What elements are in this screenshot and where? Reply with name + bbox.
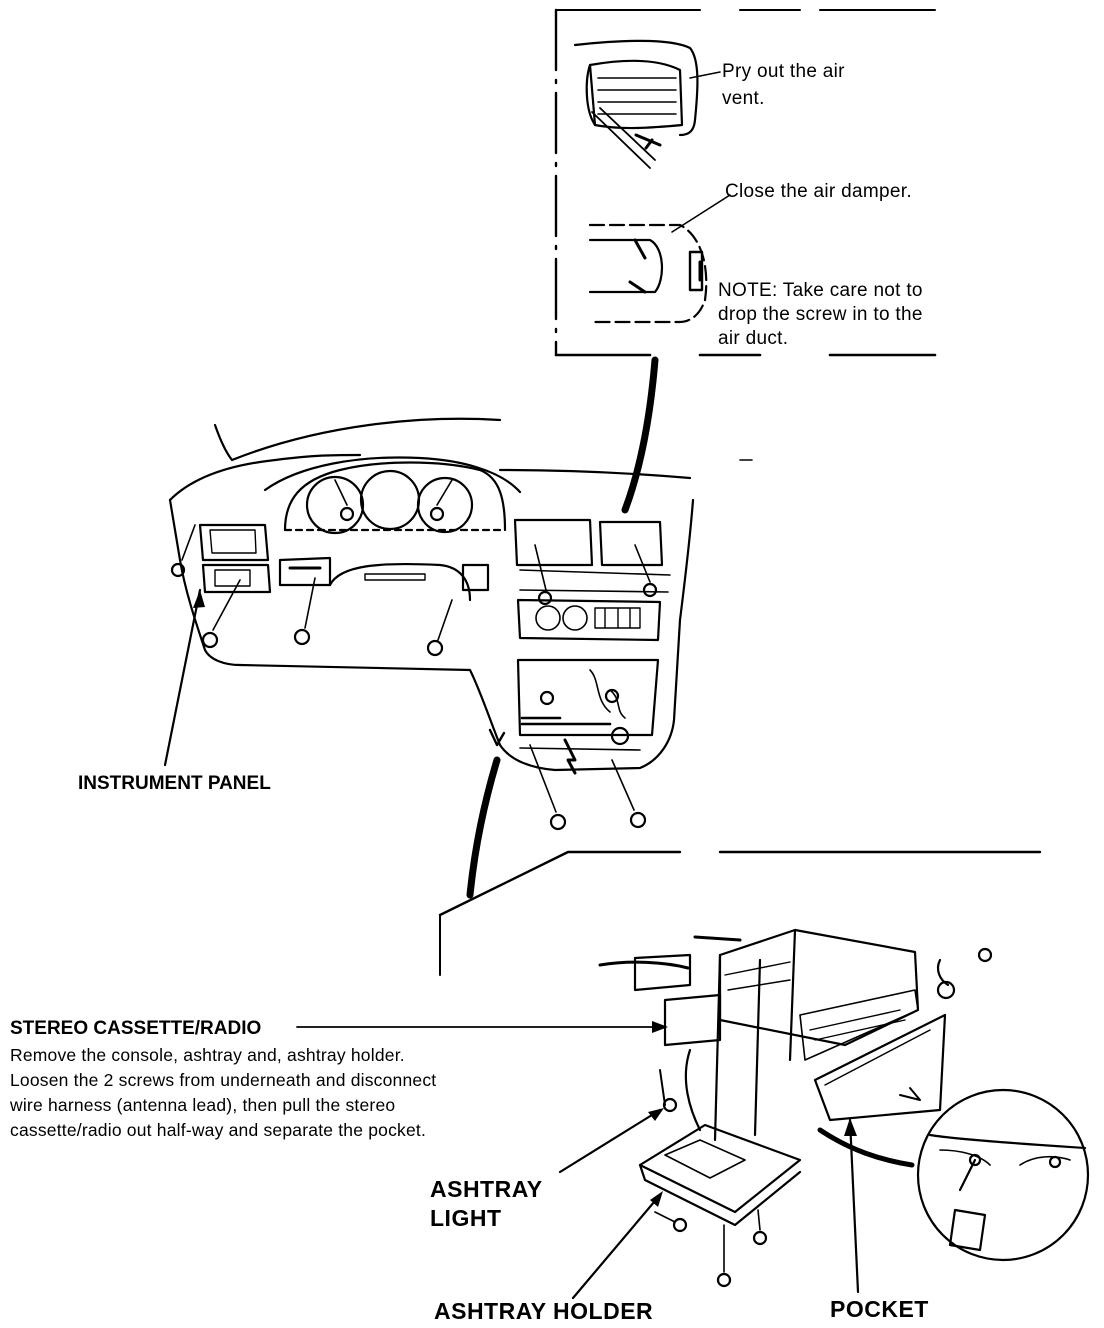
ashtray-light-pointer <box>558 1108 662 1174</box>
stereo-instruction-4: cassette/radio out half-way and separate… <box>10 1120 427 1140</box>
ashtray-light-label-2: LIGHT <box>430 1205 502 1231</box>
ashtray-holder-label: ASHTRAY HOLDER <box>434 1298 654 1324</box>
stereo-instruction-3: wire harness (antenna lead), then pull t… <box>10 1095 396 1115</box>
instrument-panel-drawing <box>168 417 753 831</box>
instrument-panel-pointer <box>163 588 202 767</box>
air-vent-drawing <box>573 39 721 169</box>
pocket-arrow-out <box>899 1087 921 1101</box>
stereo-drawing <box>598 928 993 1142</box>
leader-line-bottom <box>466 756 501 899</box>
stereo-label: STEREO CASSETTE/RADIO <box>10 1018 262 1039</box>
pocket-pointer <box>848 1118 860 1294</box>
bottom-inset-frame <box>438 850 1042 976</box>
note-line3: air duct. <box>718 328 789 349</box>
note-line1: NOTE: Take care not to <box>718 280 923 301</box>
leader-line-top <box>621 356 659 514</box>
step1-line1: Pry out the air <box>722 61 845 82</box>
step2-text: Close the air damper. <box>725 181 912 202</box>
ashtray-light-label-1: ASHTRAY <box>430 1176 543 1202</box>
ashtray-holder-pointer <box>571 1193 662 1300</box>
arrowhead-stereo <box>652 1021 668 1033</box>
top-inset-frame <box>554 8 937 357</box>
pocket-label: POCKET <box>830 1296 929 1322</box>
air-damper-drawing <box>588 194 731 324</box>
ashtray-holder-drawing <box>638 1069 802 1288</box>
stereo-instruction-2: Loosen the 2 screws from underneath and … <box>10 1070 437 1090</box>
arrowhead-ashtray-holder <box>650 1191 663 1207</box>
instrument-panel-label: INSTRUMENT PANEL <box>78 773 271 794</box>
detail-circle <box>916 1088 1090 1262</box>
detail-arrow <box>817 1127 915 1168</box>
step1-line2: vent. <box>722 88 765 109</box>
arrowhead-ashtray-light <box>648 1108 664 1121</box>
arrowhead-instrument-panel <box>193 590 205 608</box>
stereo-instruction-1: Remove the console, ashtray and, ashtray… <box>10 1045 405 1065</box>
note-line2: drop the screw in to the <box>718 304 923 325</box>
arrowhead-pocket <box>844 1118 857 1136</box>
